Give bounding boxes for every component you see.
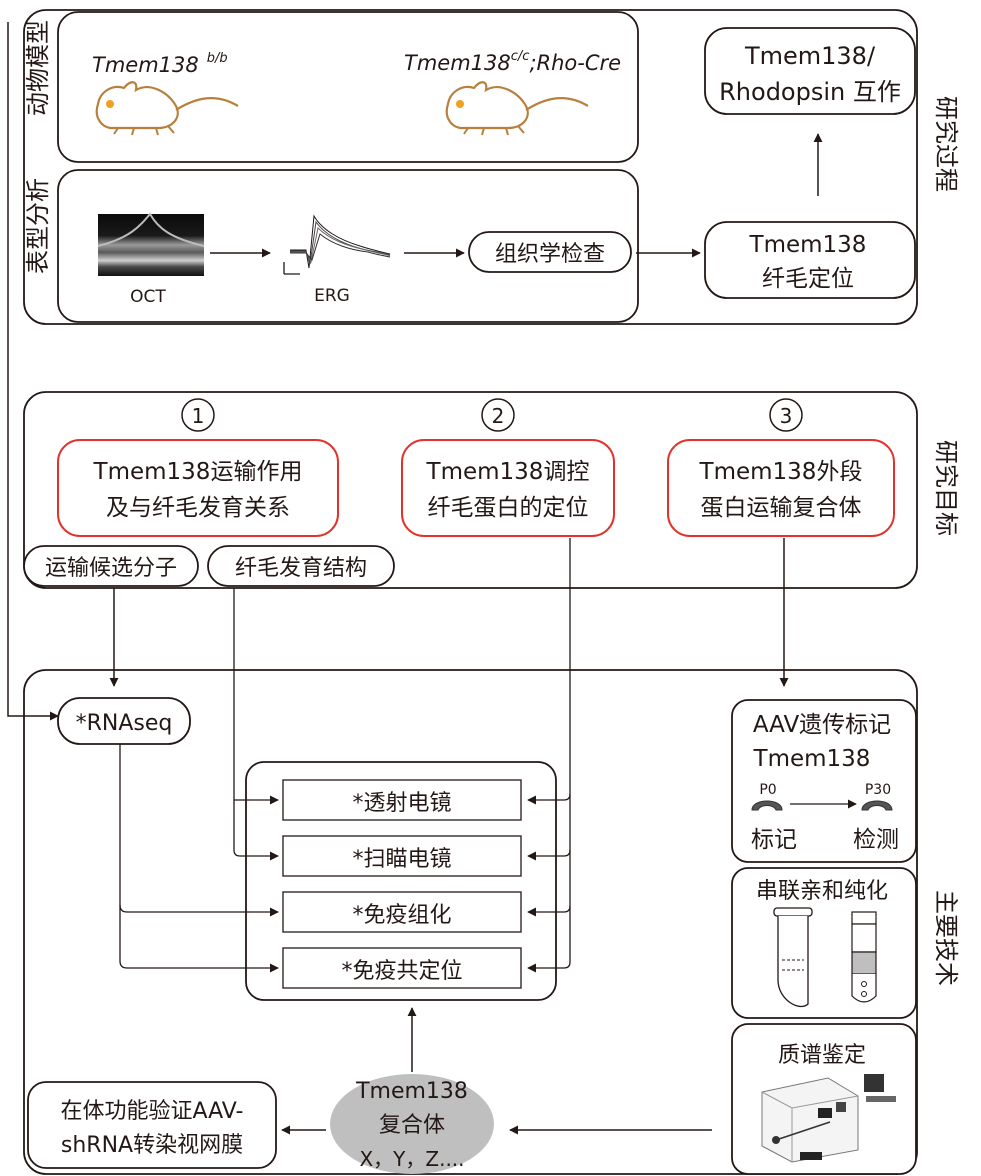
cilia-localization-line-1: Tmem138 [749, 232, 867, 258]
sub-goal-structure: 纤毛发育结构 [235, 556, 367, 581]
goal-2-to-sem-arrow [527, 849, 571, 861]
invivo-line-2: shRNA转染视网膜 [61, 1133, 243, 1158]
goal-1-box [57, 439, 339, 537]
complex-line-2: 复合体 [379, 1113, 445, 1138]
method-sem-box [282, 835, 522, 877]
method-coloc-box [282, 947, 522, 989]
histology-label: 组织学检查 [495, 242, 605, 267]
goal-3-box [667, 439, 895, 537]
goal-3-line-2: 蛋白运输复合体 [701, 495, 862, 521]
goal-2-to-tem-arrow [527, 793, 571, 805]
p0-label: P0 [759, 782, 776, 798]
complex-line-3: X，Y，Z.... [359, 1147, 464, 1171]
goal-2-to-coloc-arrow [527, 538, 571, 973]
goal-2-box [401, 439, 615, 537]
interaction-line-1: Tmem138/ [744, 42, 876, 70]
goal-1-line-2: 及与纤毛发育关系 [106, 495, 290, 521]
animal-2-label: Tmem138c/c;Rho-Cre [404, 49, 621, 75]
aav-labeling-box [731, 699, 917, 863]
cilia-localization-line-2: 纤毛定位 [762, 266, 854, 292]
sub-goal-transport-box [23, 545, 199, 587]
aav-line-2: Tmem138 [753, 746, 871, 772]
rnaseq-label: *RNAseq [76, 711, 173, 736]
oct-label: OCT [130, 287, 166, 307]
side-label-phenotype: 表型分析 [24, 178, 52, 274]
microtube-icon [773, 907, 813, 1008]
methods-container [245, 761, 557, 1001]
column-icon [851, 911, 877, 1003]
method-ihc: *免疫组化 [352, 903, 451, 928]
method-tem: *透射电镜 [352, 791, 451, 816]
oct-image [98, 214, 204, 276]
techniques-frame [23, 669, 918, 1175]
rnaseq-to-coloc-arrow [119, 905, 279, 973]
invivo-validation-box [27, 1081, 277, 1169]
structure-to-sem-arrow [233, 800, 279, 861]
histology-box [468, 231, 632, 273]
complex-line-1: Tmem138 [355, 1079, 468, 1104]
mark-label: 标记 [751, 827, 797, 853]
interaction-box [704, 27, 916, 115]
side-label-techniques: 主要技术 [932, 890, 960, 986]
method-coloc: *免疫共定位 [341, 959, 462, 984]
goal-1-number-badge [181, 398, 215, 432]
goal-2-number: 2 [492, 404, 505, 428]
goal-1-number: 1 [192, 404, 205, 428]
method-sem: *扫瞄电镜 [352, 847, 451, 872]
goal-1-line-1: Tmem138运输作用 [93, 459, 303, 485]
goal-2-line-1: Tmem138调控 [426, 459, 590, 485]
side-label-process: 研究过程 [932, 96, 960, 192]
research-process-frame [23, 9, 918, 325]
mass-spec-label: 质谱鉴定 [778, 1043, 866, 1068]
goal-2-number-badge [481, 398, 515, 432]
erg-waveform [283, 214, 391, 275]
invivo-line-1: 在体功能验证AAV- [60, 1099, 243, 1124]
p30-label: P30 [865, 782, 891, 798]
cilia-localization-box [704, 221, 916, 299]
goal-3-line-1: Tmem138外段 [699, 459, 863, 485]
sub-goal-transport: 运输候选分子 [45, 556, 177, 581]
rnaseq-box [57, 697, 191, 745]
aav-line-1: AAV遗传标记 [753, 712, 891, 738]
complex-ellipse [330, 1074, 494, 1174]
oct-retina-layer [97, 212, 205, 247]
goal-2-to-ihc-arrow [527, 905, 571, 917]
sub-goal-structure-box [207, 545, 395, 587]
goal-2-line-2: 纤毛蛋白的定位 [428, 495, 589, 521]
goal-3-number: 3 [780, 404, 793, 428]
mass-spectrometer-icon [761, 1074, 896, 1163]
erg-label: ERG [314, 286, 350, 306]
method-tem-box [282, 779, 522, 821]
interaction-line-2: Rhodopsin 互作 [719, 78, 901, 106]
phenotype-box [57, 169, 639, 323]
detect-label: 检测 [853, 827, 899, 853]
side-label-animal-model: 动物模型 [24, 20, 52, 116]
side-label-goals: 研究目标 [932, 440, 960, 536]
goal-3-number-badge [769, 398, 803, 432]
phenotype-to-rnaseq-connector [7, 22, 59, 721]
tandem-label: 串联亲和纯化 [756, 879, 888, 904]
method-ihc-box [282, 891, 522, 933]
